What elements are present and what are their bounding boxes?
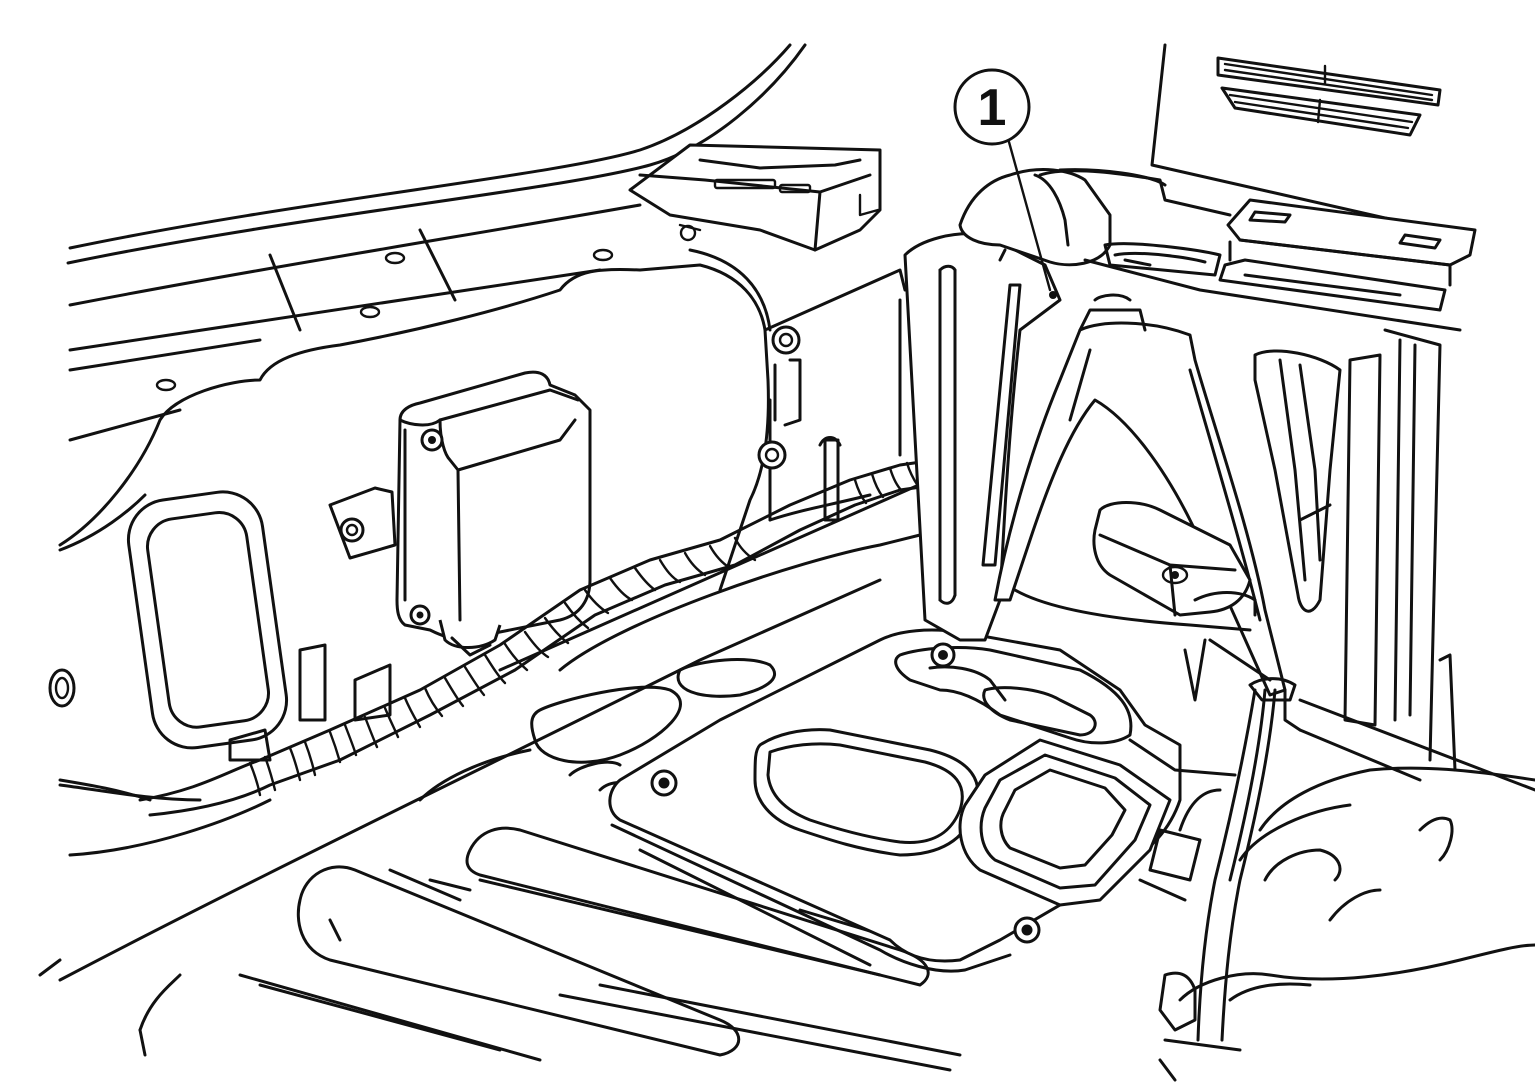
callout-1: 1	[953, 68, 1052, 292]
plate-nut-bottom	[1013, 916, 1041, 944]
control-module	[328, 370, 592, 657]
module-screw-top	[420, 428, 444, 452]
floor-bracket-plate	[608, 628, 1237, 973]
module-bracket-bolt	[339, 517, 365, 543]
right-side-components	[1013, 43, 1535, 1082]
panel-bolt-upper	[771, 325, 801, 355]
rail-mount	[1226, 198, 1477, 287]
panel-bolt-lower	[757, 440, 787, 470]
module-screw-bottom	[409, 604, 431, 626]
upper-duct-block	[628, 143, 882, 252]
plate-nut-upper	[930, 642, 956, 668]
vent-grille-lower	[1220, 86, 1422, 137]
bracket-marker-dot	[1049, 291, 1057, 299]
rear-shelf	[66, 43, 807, 442]
plate-nut-left	[650, 769, 678, 797]
inner-side-panel	[58, 248, 907, 592]
left-wheelhouse-wall	[48, 490, 392, 857]
callout-1-label: 1	[978, 79, 1007, 137]
upright-bracket	[903, 168, 1297, 702]
vent-grille-upper	[1216, 56, 1442, 107]
